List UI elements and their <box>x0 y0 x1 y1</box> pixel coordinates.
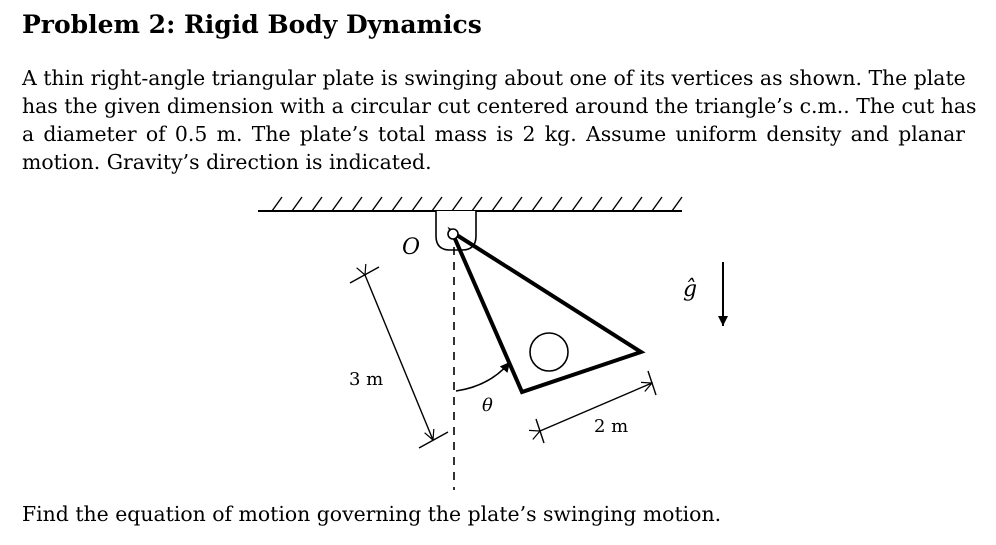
statement-line-2: has the given dimension with a circular … <box>22 94 977 118</box>
pivot-pin <box>447 228 459 240</box>
statement-line-1: A thin right-angle triangular plate is s… <box>22 66 966 90</box>
length-dimension <box>349 267 449 449</box>
ceiling-hatching <box>271 196 683 212</box>
circular-cut <box>529 332 569 372</box>
triangular-plate <box>447 226 646 395</box>
angle-arc <box>455 361 511 392</box>
pivot-label: O <box>402 235 420 260</box>
length-label: 3 m <box>349 369 383 390</box>
width-dimension <box>536 370 657 444</box>
question-text: Find the equation of motion governing th… <box>22 502 722 526</box>
gravity-label: ĝ <box>683 277 697 302</box>
statement-line-4: motion. Gravity’s direction is indicated… <box>22 150 432 174</box>
angle-label: θ <box>482 395 493 416</box>
problem-statement: A thin right-angle triangular plate is s… <box>22 64 977 176</box>
statement-line-3: a diameter of 0.5 m. The plate’s total m… <box>22 122 965 146</box>
problem-title: Problem 2: Rigid Body Dynamics <box>22 10 482 39</box>
width-label: 2 m <box>594 416 628 437</box>
